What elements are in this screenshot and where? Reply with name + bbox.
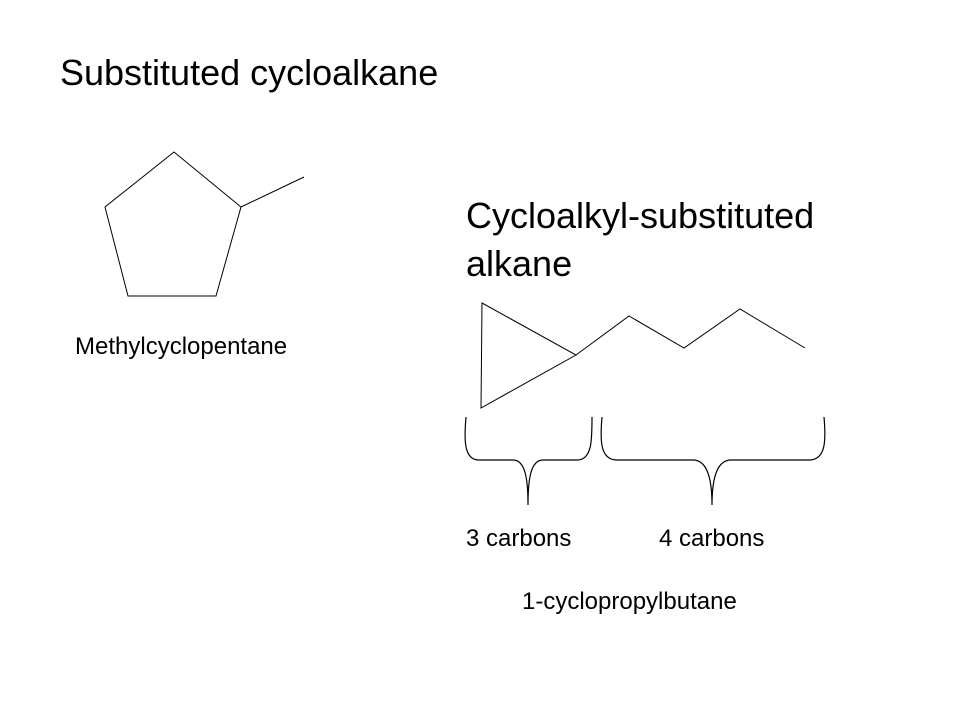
butyl-chain xyxy=(575,308,806,356)
title-cycloalkyl-substituted-alkane: Cycloalkyl-substituted alkane xyxy=(466,192,814,288)
title-cycloalkyl-line-1: Cycloalkyl-substituted xyxy=(466,195,815,236)
cyclopropylbutane-structure xyxy=(480,302,806,409)
title-cycloalkyl-line-2: alkane xyxy=(466,243,573,284)
label-cyclopropylbutane: 1-cyclopropylbutane xyxy=(522,588,737,615)
brace-four-carbons xyxy=(600,416,826,506)
brace-three-carbons xyxy=(464,416,593,506)
cyclopentane-ring xyxy=(104,151,242,297)
methyl-bond xyxy=(240,176,305,208)
label-four-carbons: 4 carbons xyxy=(659,525,765,552)
label-three-carbons: 3 carbons xyxy=(466,525,572,552)
cyclopropane-ring xyxy=(480,302,578,409)
methylcyclopentane-structure xyxy=(104,151,305,297)
title-substituted-cycloalkane: Substituted cycloalkane xyxy=(60,52,439,93)
label-methylcyclopentane: Methylcyclopentane xyxy=(75,333,288,360)
